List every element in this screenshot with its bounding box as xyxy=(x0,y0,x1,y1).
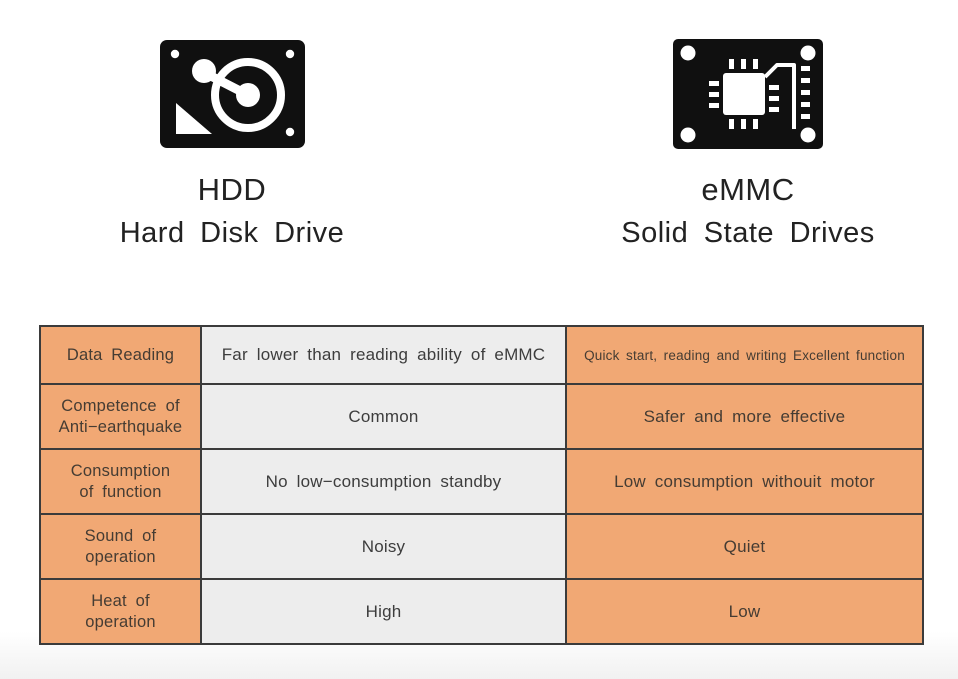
emmc-value-cell: Low consumption withouit motor xyxy=(565,448,924,515)
hdd-icon xyxy=(72,38,392,150)
table-row: Sound of operation Noisy Quiet xyxy=(39,513,924,580)
emmc-value-cell: Quick start, reading and writing Excelle… xyxy=(565,325,924,385)
emmc-product-block: eMMC Solid State Drives xyxy=(588,38,908,250)
emmc-chip-icon xyxy=(588,38,908,150)
hdd-value-cell: Far lower than reading ability of eMMC xyxy=(200,325,567,385)
hdd-value-cell: Noisy xyxy=(200,513,567,580)
row-label-cell: Consumption of function xyxy=(39,448,202,515)
table-row: Consumption of function No low−consumpti… xyxy=(39,448,924,515)
comparison-table: Data Reading Far lower than reading abil… xyxy=(39,325,924,645)
table-row: Competence of Anti−earthquake Common Saf… xyxy=(39,383,924,450)
row-label-cell: Data Reading xyxy=(39,325,202,385)
row-label-cell: Competence of Anti−earthquake xyxy=(39,383,202,450)
emmc-value-cell: Quiet xyxy=(565,513,924,580)
table-row: Heat of operation High Low xyxy=(39,578,924,645)
emmc-full-name: Solid State Drives xyxy=(621,217,875,249)
hdd-value-cell: High xyxy=(200,578,567,645)
row-label-cell: Heat of operation xyxy=(39,578,202,645)
hdd-name: HDD xyxy=(197,172,267,207)
hdd-product-block: HDD Hard Disk Drive xyxy=(72,38,392,250)
hdd-full-name: Hard Disk Drive xyxy=(119,217,345,249)
hdd-value-cell: Common xyxy=(200,383,567,450)
emmc-value-cell: Low xyxy=(565,578,924,645)
row-label-cell: Sound of operation xyxy=(39,513,202,580)
emmc-name: eMMC xyxy=(701,172,795,207)
table-row: Data Reading Far lower than reading abil… xyxy=(39,325,924,385)
hdd-value-cell: No low−consumption standby xyxy=(200,448,567,515)
emmc-value-cell: Safer and more effective xyxy=(565,383,924,450)
